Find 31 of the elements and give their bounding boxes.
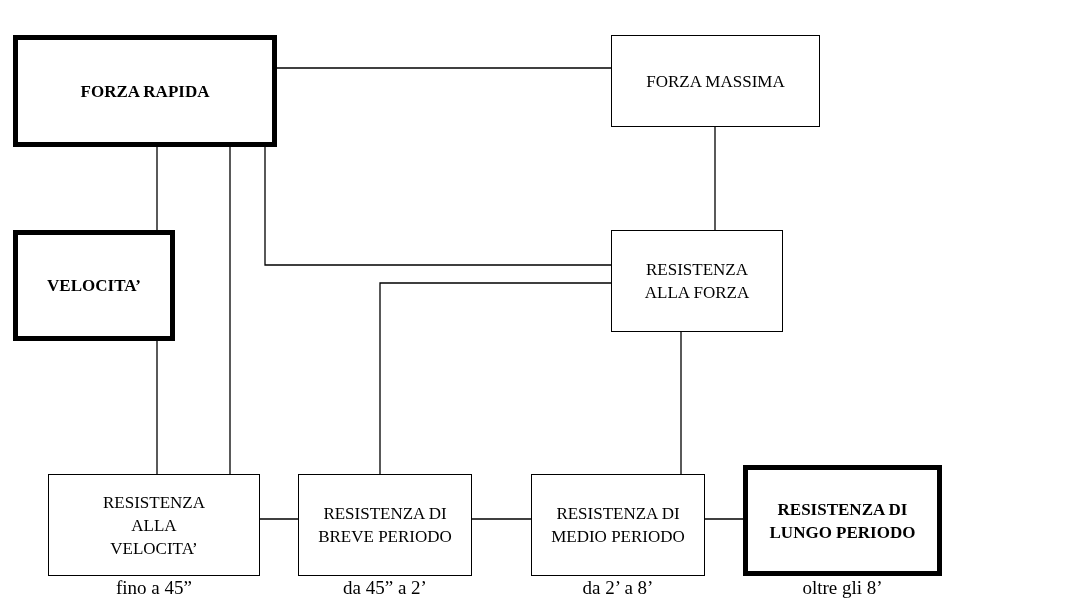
connector-line bbox=[259, 518, 299, 520]
connector-line bbox=[471, 518, 532, 520]
duration-label: fino a 45” bbox=[116, 577, 192, 599]
process-box bbox=[611, 230, 783, 332]
duration-label: da 45” a 2’ bbox=[343, 577, 427, 599]
connector-line bbox=[714, 126, 716, 231]
process-box bbox=[611, 35, 820, 127]
box-label: FORZA RAPIDA bbox=[80, 80, 210, 103]
connector-line bbox=[229, 146, 231, 475]
connector-line bbox=[276, 67, 612, 69]
process-box bbox=[13, 35, 277, 147]
duration-label: da 2’ a 8’ bbox=[582, 577, 654, 599]
process-box bbox=[531, 474, 705, 576]
duration-label: oltre gli 8’ bbox=[802, 577, 883, 599]
connector-line bbox=[156, 340, 158, 475]
process-box bbox=[48, 474, 260, 576]
box-label: FORZA MASSIMA bbox=[646, 70, 785, 93]
box-label: RESISTENZA ALLA VELOCITA’ bbox=[102, 491, 206, 560]
connector-line bbox=[680, 331, 682, 475]
process-box bbox=[13, 230, 175, 341]
box-label: VELOCITA’ bbox=[47, 275, 141, 297]
box-label: RESISTENZA ALLA FORZA bbox=[643, 259, 751, 304]
connector-line bbox=[264, 146, 612, 266]
connector-line bbox=[704, 518, 744, 520]
connector-line bbox=[379, 282, 612, 475]
box-label: RESISTENZA DI LUNGO PERIODO bbox=[768, 498, 917, 544]
process-box bbox=[298, 474, 472, 576]
process-box bbox=[743, 465, 942, 576]
box-label: RESISTENZA DI MEDIO PERIODO bbox=[550, 503, 686, 548]
box-label: RESISTENZA DI BREVE PERIODO bbox=[317, 503, 453, 548]
connector-line bbox=[156, 146, 158, 231]
